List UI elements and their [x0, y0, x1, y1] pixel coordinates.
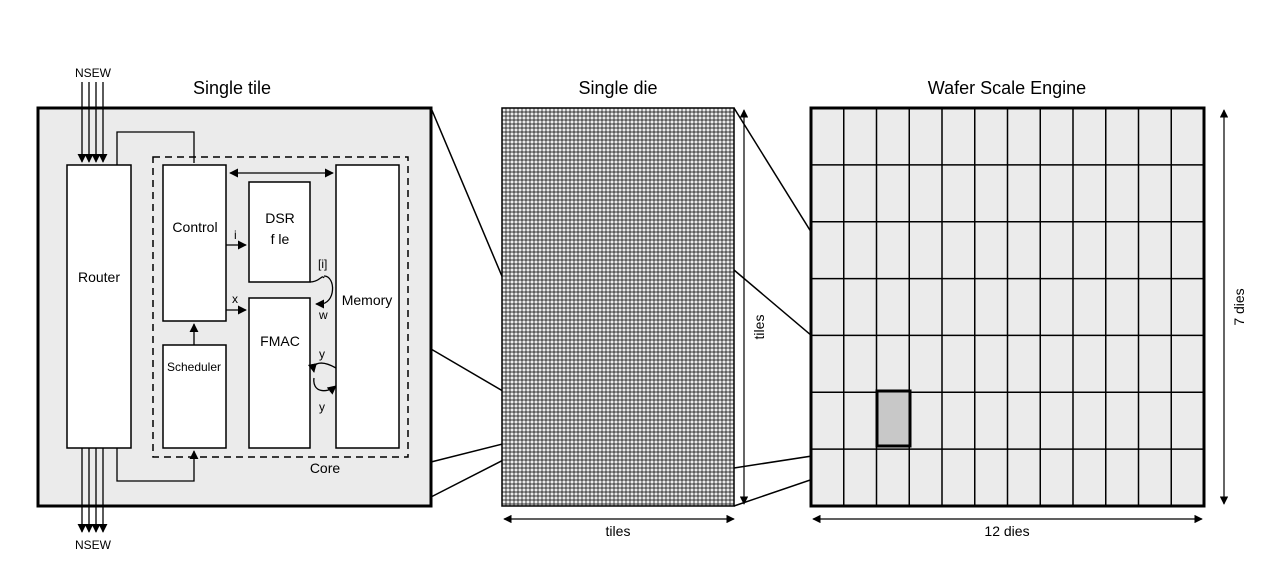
nsew-input-arrows: [77, 82, 108, 163]
signal-y-top-label: y: [319, 347, 325, 361]
wafer-height-label: 7 dies: [1231, 288, 1247, 325]
single-tile-title: Single tile: [193, 78, 271, 98]
nsew-output-arrows: [77, 448, 108, 533]
router-block: [66, 164, 132, 449]
dsr-label-line2: f le: [271, 231, 290, 247]
highlighted-die: [875, 389, 912, 448]
fmac-label: FMAC: [260, 333, 300, 349]
dsr-label-line1: DSR: [265, 210, 295, 226]
signal-i-label: i: [234, 228, 237, 242]
dsr-file-block: [248, 181, 311, 283]
memory-block: [335, 164, 400, 449]
scheduler-label: Scheduler: [167, 360, 221, 374]
die-height-label: tiles: [751, 315, 767, 340]
control-label: Control: [172, 219, 217, 235]
nsew-bottom-label: NSEW: [75, 538, 112, 552]
wafer-title: Wafer Scale Engine: [928, 78, 1086, 98]
die-tile-grid: [502, 108, 734, 506]
memory-label: Memory: [342, 292, 393, 308]
single-die-title: Single die: [578, 78, 657, 98]
single-die-panel: Single die tiles tiles: [501, 78, 767, 539]
signal-x-label: x: [232, 292, 238, 306]
die-width-label: tiles: [606, 523, 631, 539]
router-label: Router: [78, 269, 120, 285]
single-tile-panel: Single tile NSEW NSEW Router Core Contro…: [36, 66, 433, 552]
signal-w-label: w: [318, 308, 328, 322]
nsew-top-label: NSEW: [75, 66, 112, 80]
core-boundary: [152, 156, 409, 458]
control-block: [162, 164, 227, 322]
wafer-panel: Wafer Scale Engine 12 dies 7 dies: [809, 78, 1247, 539]
fmac-block: [248, 297, 311, 449]
wafer-width-label: 12 dies: [984, 523, 1029, 539]
core-label: Core: [310, 460, 341, 476]
tile-connections: [116, 131, 337, 482]
scheduler-block: [162, 344, 227, 449]
signal-index-label: [i]: [318, 257, 327, 271]
signal-y-bottom-label: y: [319, 400, 325, 414]
